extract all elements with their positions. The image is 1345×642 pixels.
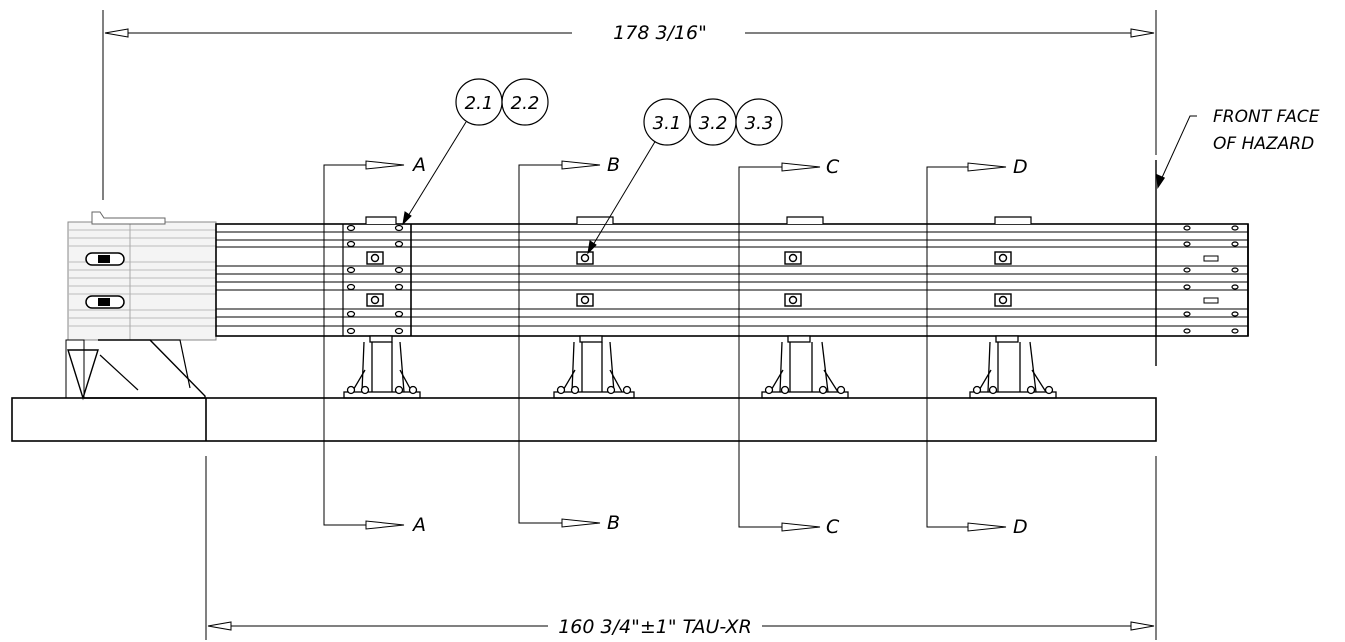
section-label-d-bottom: D (1013, 516, 1028, 538)
callout-bubble-3-1: 3.1 (643, 98, 691, 146)
callout-bubble-3-2: 3.2 (689, 98, 737, 146)
callout-bubble-2-1: 2.1 (455, 78, 503, 126)
section-line-c (738, 162, 821, 532)
svg-text:2.1: 2.1 (465, 93, 494, 114)
post-bolts (366, 251, 1012, 307)
callout-bubble-2-2: 2.2 (501, 78, 549, 126)
section-line-a (323, 160, 405, 530)
end-slots (1203, 255, 1219, 304)
post-top-clips (365, 216, 1032, 224)
support-post-d (969, 335, 1057, 399)
svg-text:3.3: 3.3 (745, 113, 774, 134)
support-post-a (343, 335, 421, 399)
callout-leader-1 (402, 121, 467, 226)
section-label-c-top: C (826, 156, 840, 178)
backup-structure (65, 211, 217, 401)
system-dimension-label: 160 3/4"±1" TAU-XR (558, 616, 752, 638)
section-line-b (518, 160, 601, 528)
section-label-b-top: B (607, 154, 620, 176)
support-post-b (553, 335, 635, 399)
svg-text:3.2: 3.2 (699, 113, 728, 134)
support-post-c (761, 335, 849, 399)
section-label-b-bottom: B (607, 512, 620, 534)
svg-text:3.1: 3.1 (653, 113, 682, 134)
section-label-c-bottom: C (826, 516, 840, 538)
callout-leader-2 (587, 139, 657, 255)
hazard-face-line (1155, 115, 1197, 366)
system-dimension (205, 456, 1157, 640)
section-label-d-top: D (1013, 156, 1028, 178)
svg-text:2.2: 2.2 (511, 93, 540, 114)
concrete-foundation (11, 397, 1157, 442)
rail-panels (215, 223, 1249, 337)
section-line-d (926, 162, 1007, 532)
hazard-note-line2: OF HAZARD (1213, 134, 1314, 154)
callout-bubble-3-3: 3.3 (735, 98, 783, 146)
overall-dimension (102, 10, 1157, 200)
hazard-note-line1: FRONT FACE (1213, 107, 1320, 127)
overall-dimension-label: 178 3/16" (613, 22, 707, 44)
splice-bolt-holes (346, 224, 1239, 335)
section-label-a-top: A (411, 154, 426, 176)
section-label-a-bottom: A (411, 514, 426, 536)
